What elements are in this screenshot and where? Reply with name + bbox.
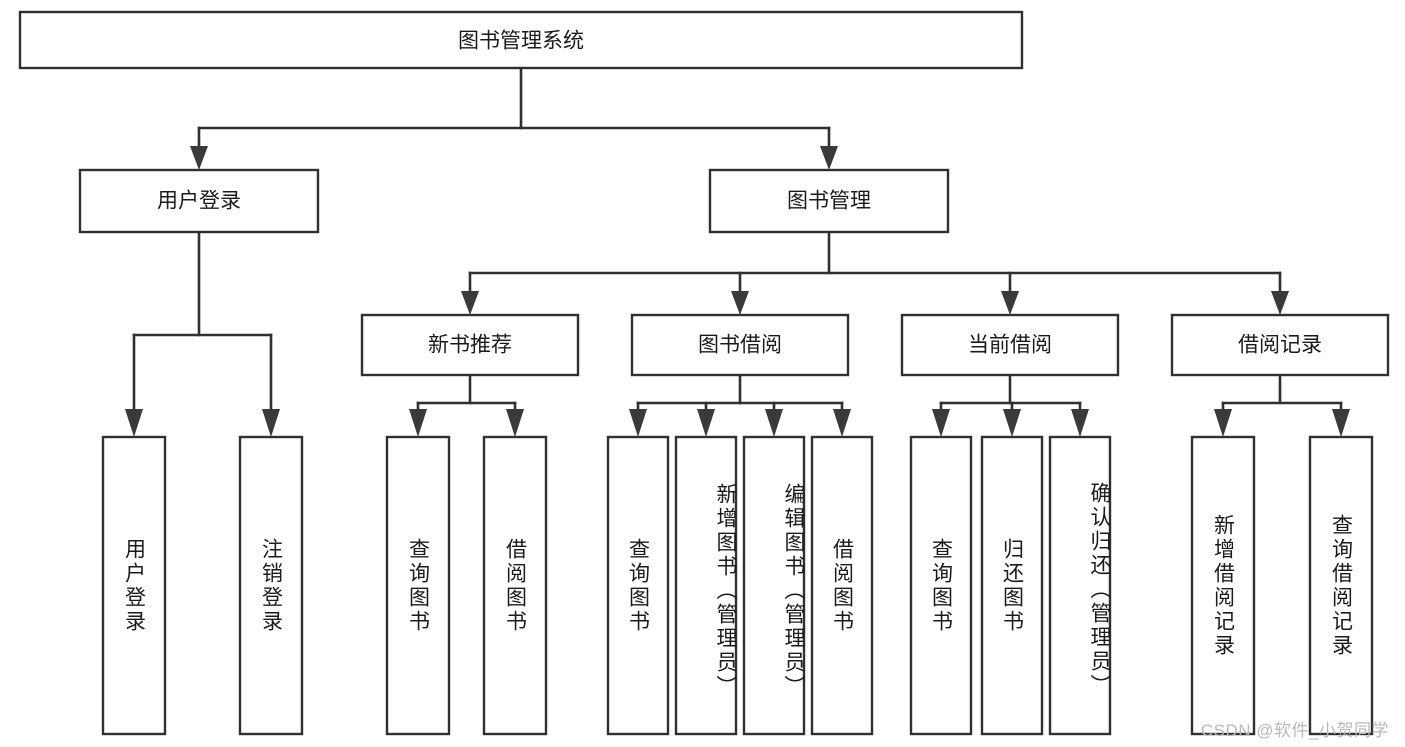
arrow-to-leaf-edit-book [765,409,783,437]
leaf-box-query-book-1[interactable] [385,435,451,736]
arrow-to-current-borrow [1001,291,1019,315]
leaf-boxes-group [101,435,1374,736]
node-current-borrow[interactable]: 当前借阅 [900,313,1120,377]
leaf-box-borrow-book-1[interactable] [482,435,548,736]
node-borrow-record-box[interactable] [1170,313,1390,377]
arrow-to-book-management [820,146,838,170]
arrow-to-borrow-record [1271,291,1289,315]
leaf-box-query-book-2[interactable] [606,435,670,736]
csdn-watermark: CSDN @软件_小贺同学 [1200,721,1389,740]
node-book-management-box[interactable] [708,168,950,234]
leaf-box-borrow-book-2[interactable] [810,435,874,736]
arrow-to-leaf-query-book-1 [409,409,427,437]
leaf-box-add-book[interactable] [674,435,738,736]
node-root-system[interactable]: 图书管理系统 [18,10,1024,70]
node-book-management-label: 图书管理 [787,190,871,213]
node-book-borrow[interactable]: 图书借阅 [630,313,850,377]
arrow-to-leaf-query-book-3 [932,409,950,437]
leaf-box-add-record[interactable] [1190,435,1256,736]
node-new-book-recommend-label: 新书推荐 [428,334,512,357]
arrow-to-leaf-add-record [1214,409,1232,437]
node-current-borrow-label: 当前借阅 [968,334,1052,357]
node-book-management[interactable]: 图书管理 [708,168,950,234]
leaf-box-query-book-3[interactable] [909,435,973,736]
arrow-to-user-login [190,146,208,170]
node-user-login[interactable]: 用户登录 [78,168,320,234]
node-root-system-box[interactable] [18,10,1024,70]
leaf-box-user-login[interactable] [101,435,167,736]
arrow-to-leaf-borrow-book-2 [833,409,851,437]
node-borrow-record[interactable]: 借阅记录 [1170,313,1390,377]
arrow-to-leaf-query-record [1332,409,1350,437]
arrow-to-leaf-return-book [1003,409,1021,437]
node-current-borrow-box[interactable] [900,313,1120,377]
node-borrow-record-label: 借阅记录 [1238,334,1322,357]
node-user-login-box[interactable] [78,168,320,234]
node-new-book-recommend[interactable]: 新书推荐 [360,313,580,377]
arrow-to-leaf-add-book [697,409,715,437]
leaf-box-confirm-return[interactable] [1048,435,1112,736]
arrow-to-leaf-borrow-book-1 [506,409,524,437]
node-book-borrow-box[interactable] [630,313,850,377]
leaf-box-query-record[interactable] [1308,435,1374,736]
leaf-box-return-book[interactable] [980,435,1044,736]
node-book-borrow-label: 图书借阅 [698,334,782,357]
node-new-book-recommend-box[interactable] [360,313,580,377]
arrow-to-book-borrow [731,291,749,315]
leaf-box-edit-book[interactable] [742,435,806,736]
arrow-to-leaf-confirm-return [1071,409,1089,437]
node-user-login-label: 用户登录 [157,190,241,213]
arrow-to-leaf-user-login [125,409,143,437]
arrow-to-new-book-recommend [461,291,479,315]
arrow-to-leaf-logout [262,409,280,437]
connectors-group [125,66,1350,437]
arrow-to-leaf-query-book-2 [629,409,647,437]
leaf-box-logout[interactable] [238,435,304,736]
node-root-system-label: 图书管理系统 [458,30,584,53]
